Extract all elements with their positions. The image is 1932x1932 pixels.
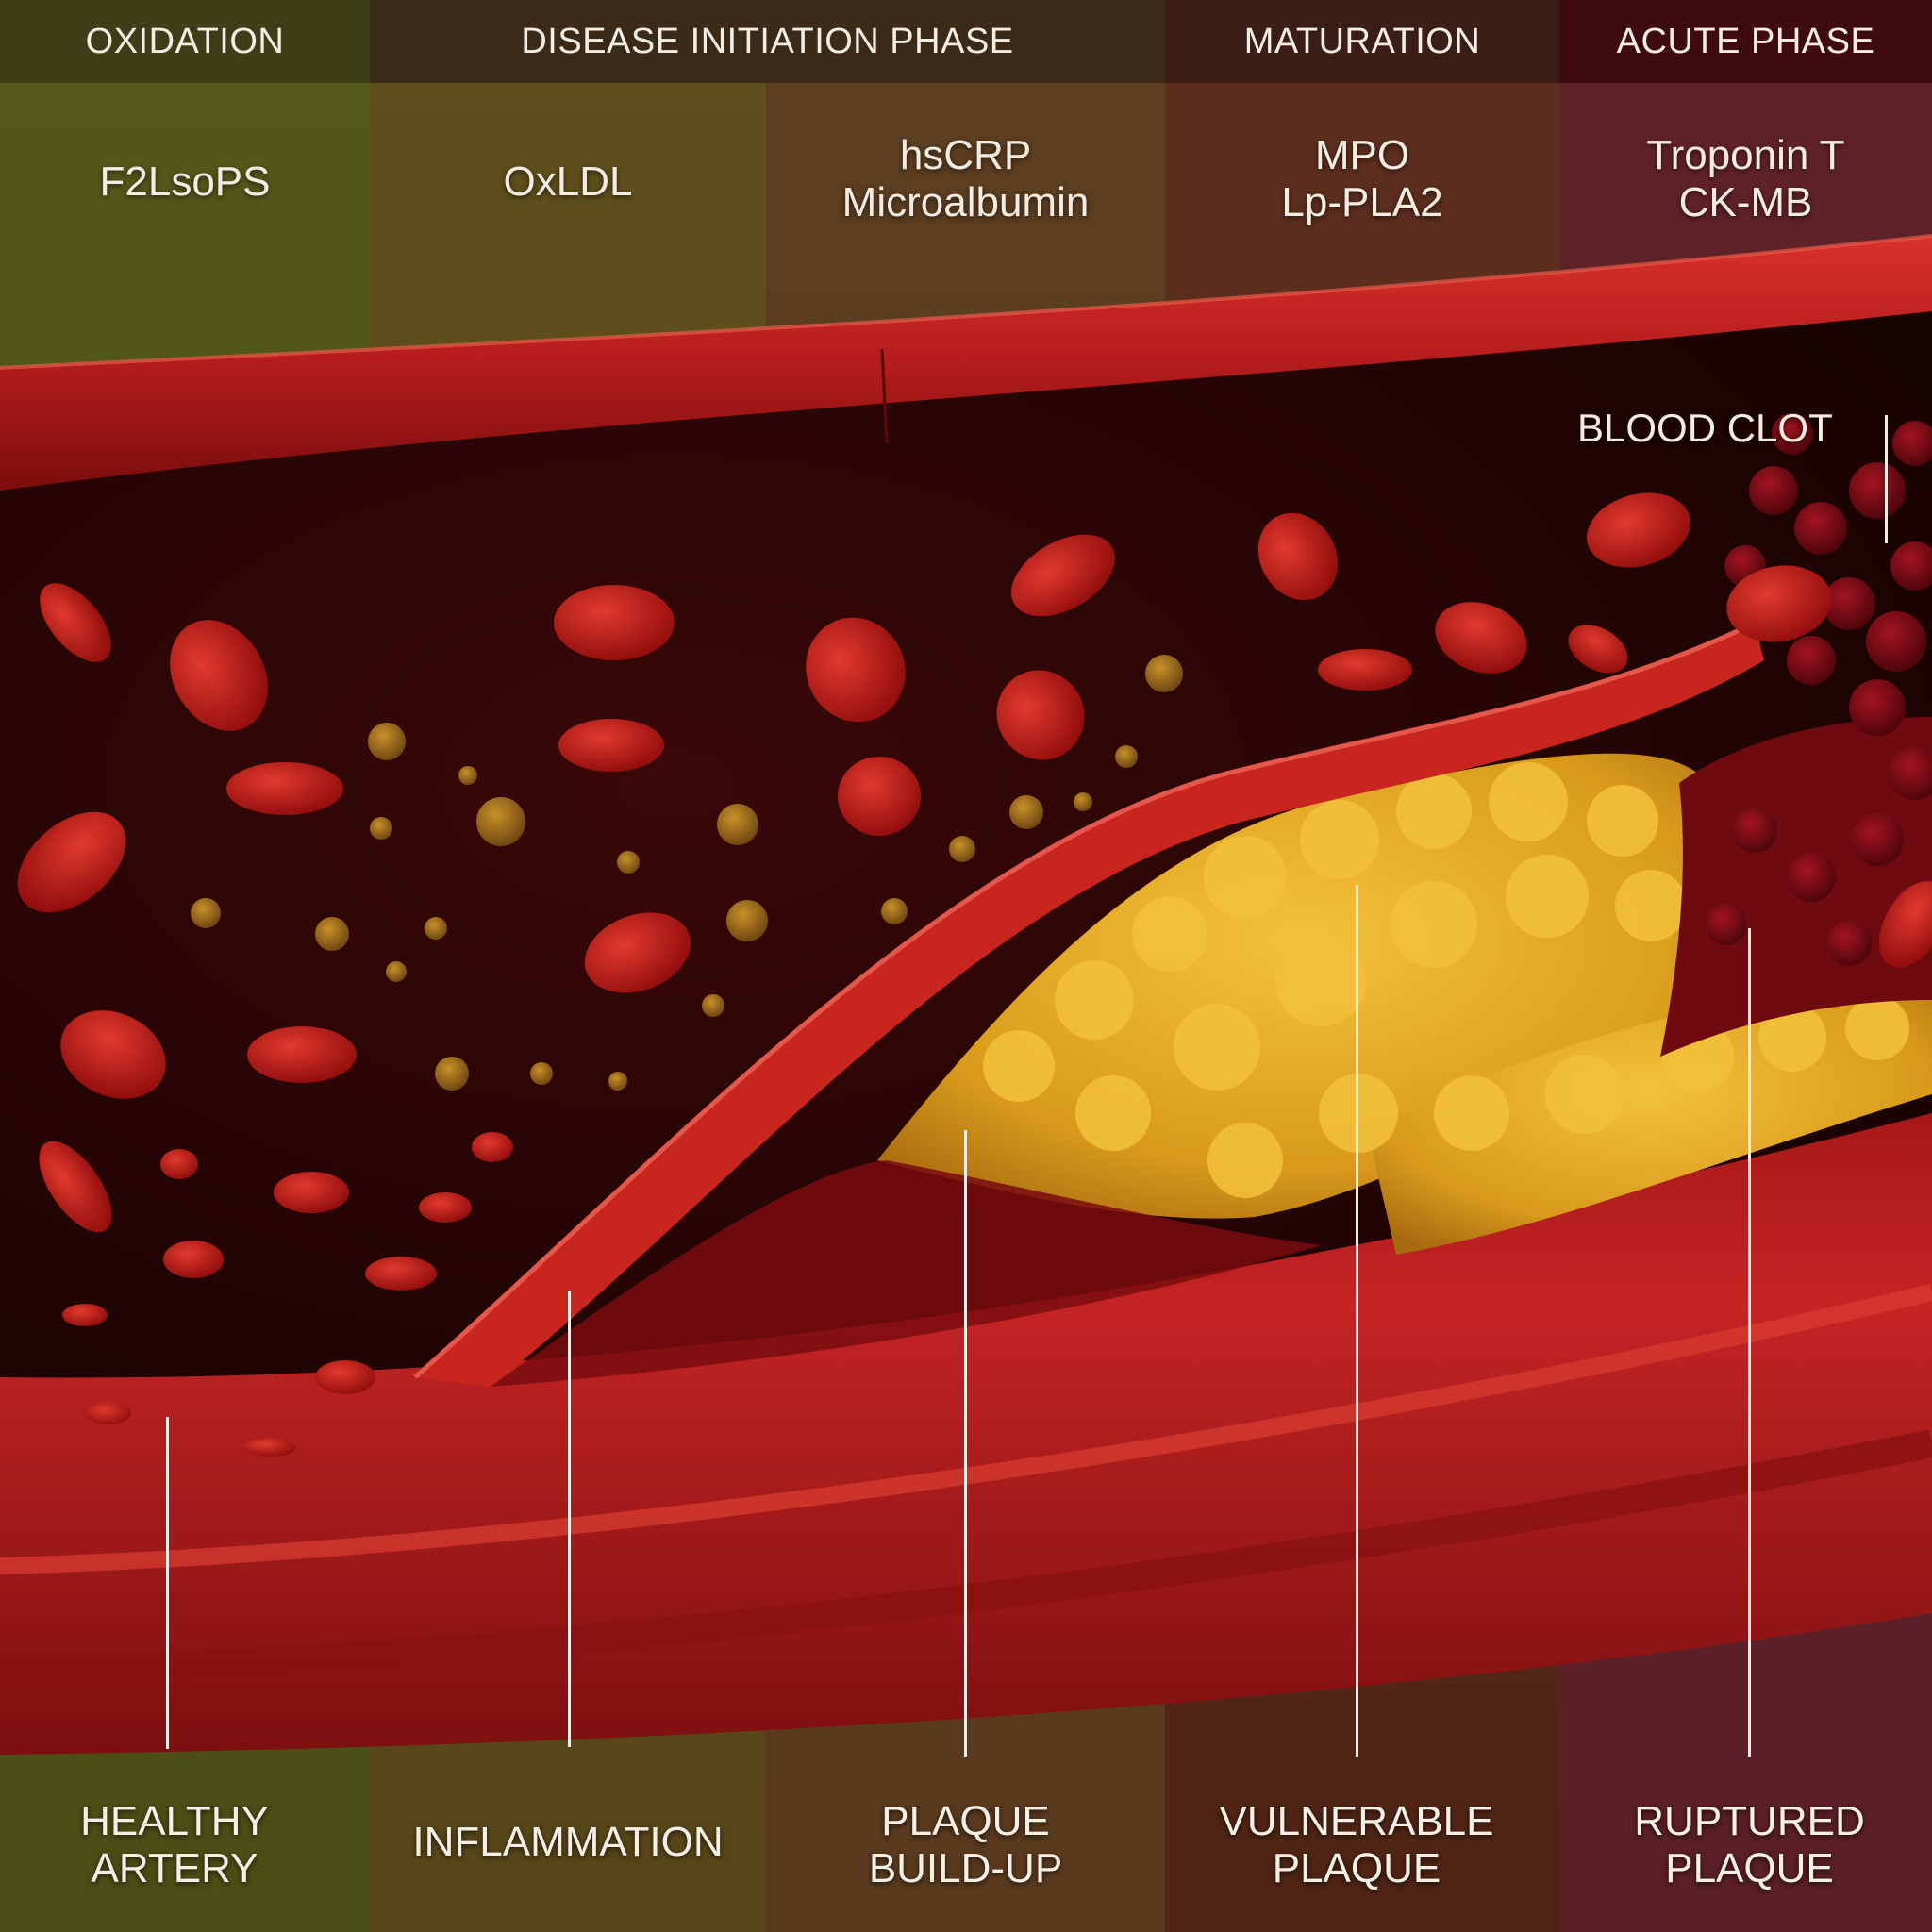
biomarker-line: CK-MB: [1678, 179, 1813, 225]
biomarker-buildup: hsCRP Microalbumin: [766, 132, 1165, 226]
stage-inflammation: INFLAMMATION: [370, 1819, 766, 1866]
stage-line: RUPTURED: [1634, 1798, 1865, 1844]
stage-line: INFLAMMATION: [412, 1819, 724, 1865]
stage-line: PLAQUE: [1665, 1845, 1834, 1891]
phase-maturation: MATURATION: [1165, 0, 1559, 83]
biomarker-line: OxLDL: [503, 158, 633, 205]
blood-clot-label: BLOOD CLOT: [1577, 406, 1833, 450]
biomarker-line: F2LsoPS: [99, 158, 271, 205]
stage-line: HEALTHY: [80, 1798, 269, 1844]
healthy-artery-leader-line: [166, 1417, 169, 1749]
stage-line: PLAQUE: [881, 1798, 1050, 1844]
stage-vulnerable-plaque: VULNERABLE PLAQUE: [1165, 1798, 1548, 1892]
plaque-buildup-leader-line: [964, 1130, 967, 1757]
biomarker-line: Lp-PLA2: [1281, 179, 1443, 225]
biomarker-maturation: MPO Lp-PLA2: [1165, 132, 1559, 226]
biomarker-line: hsCRP: [899, 132, 1032, 178]
stage-plaque-buildup: PLAQUE BUILD-UP: [766, 1798, 1165, 1892]
stage-line: BUILD-UP: [868, 1845, 1063, 1891]
biomarker-line: Microalbumin: [841, 179, 1090, 225]
phase-acute: ACUTE PHASE: [1559, 0, 1932, 83]
biomarker-oxidation: F2LsoPS: [0, 158, 370, 206]
stage-line: VULNERABLE: [1219, 1798, 1494, 1844]
phase-oxidation: OXIDATION: [0, 0, 370, 83]
stage-line: PLAQUE: [1272, 1845, 1441, 1891]
biomarker-line: MPO: [1314, 132, 1410, 178]
phase-disease-initiation: DISEASE INITIATION PHASE: [370, 0, 1165, 83]
biomarker-acute: Troponin T CK-MB: [1559, 132, 1932, 226]
stage-line: ARTERY: [91, 1845, 258, 1891]
vulnerable-plaque-leader-line: [1356, 885, 1358, 1757]
stage-ruptured-plaque: RUPTURED PLAQUE: [1559, 1798, 1932, 1892]
ruptured-plaque-leader-line: [1748, 928, 1751, 1757]
blood-clot-leader-line: [1885, 415, 1888, 543]
inflammation-leader-line: [568, 1291, 571, 1747]
biomarker-initiation: OxLDL: [370, 158, 766, 206]
biomarker-line: Troponin T: [1646, 132, 1845, 178]
stage-healthy-artery: HEALTHY ARTERY: [0, 1798, 349, 1892]
